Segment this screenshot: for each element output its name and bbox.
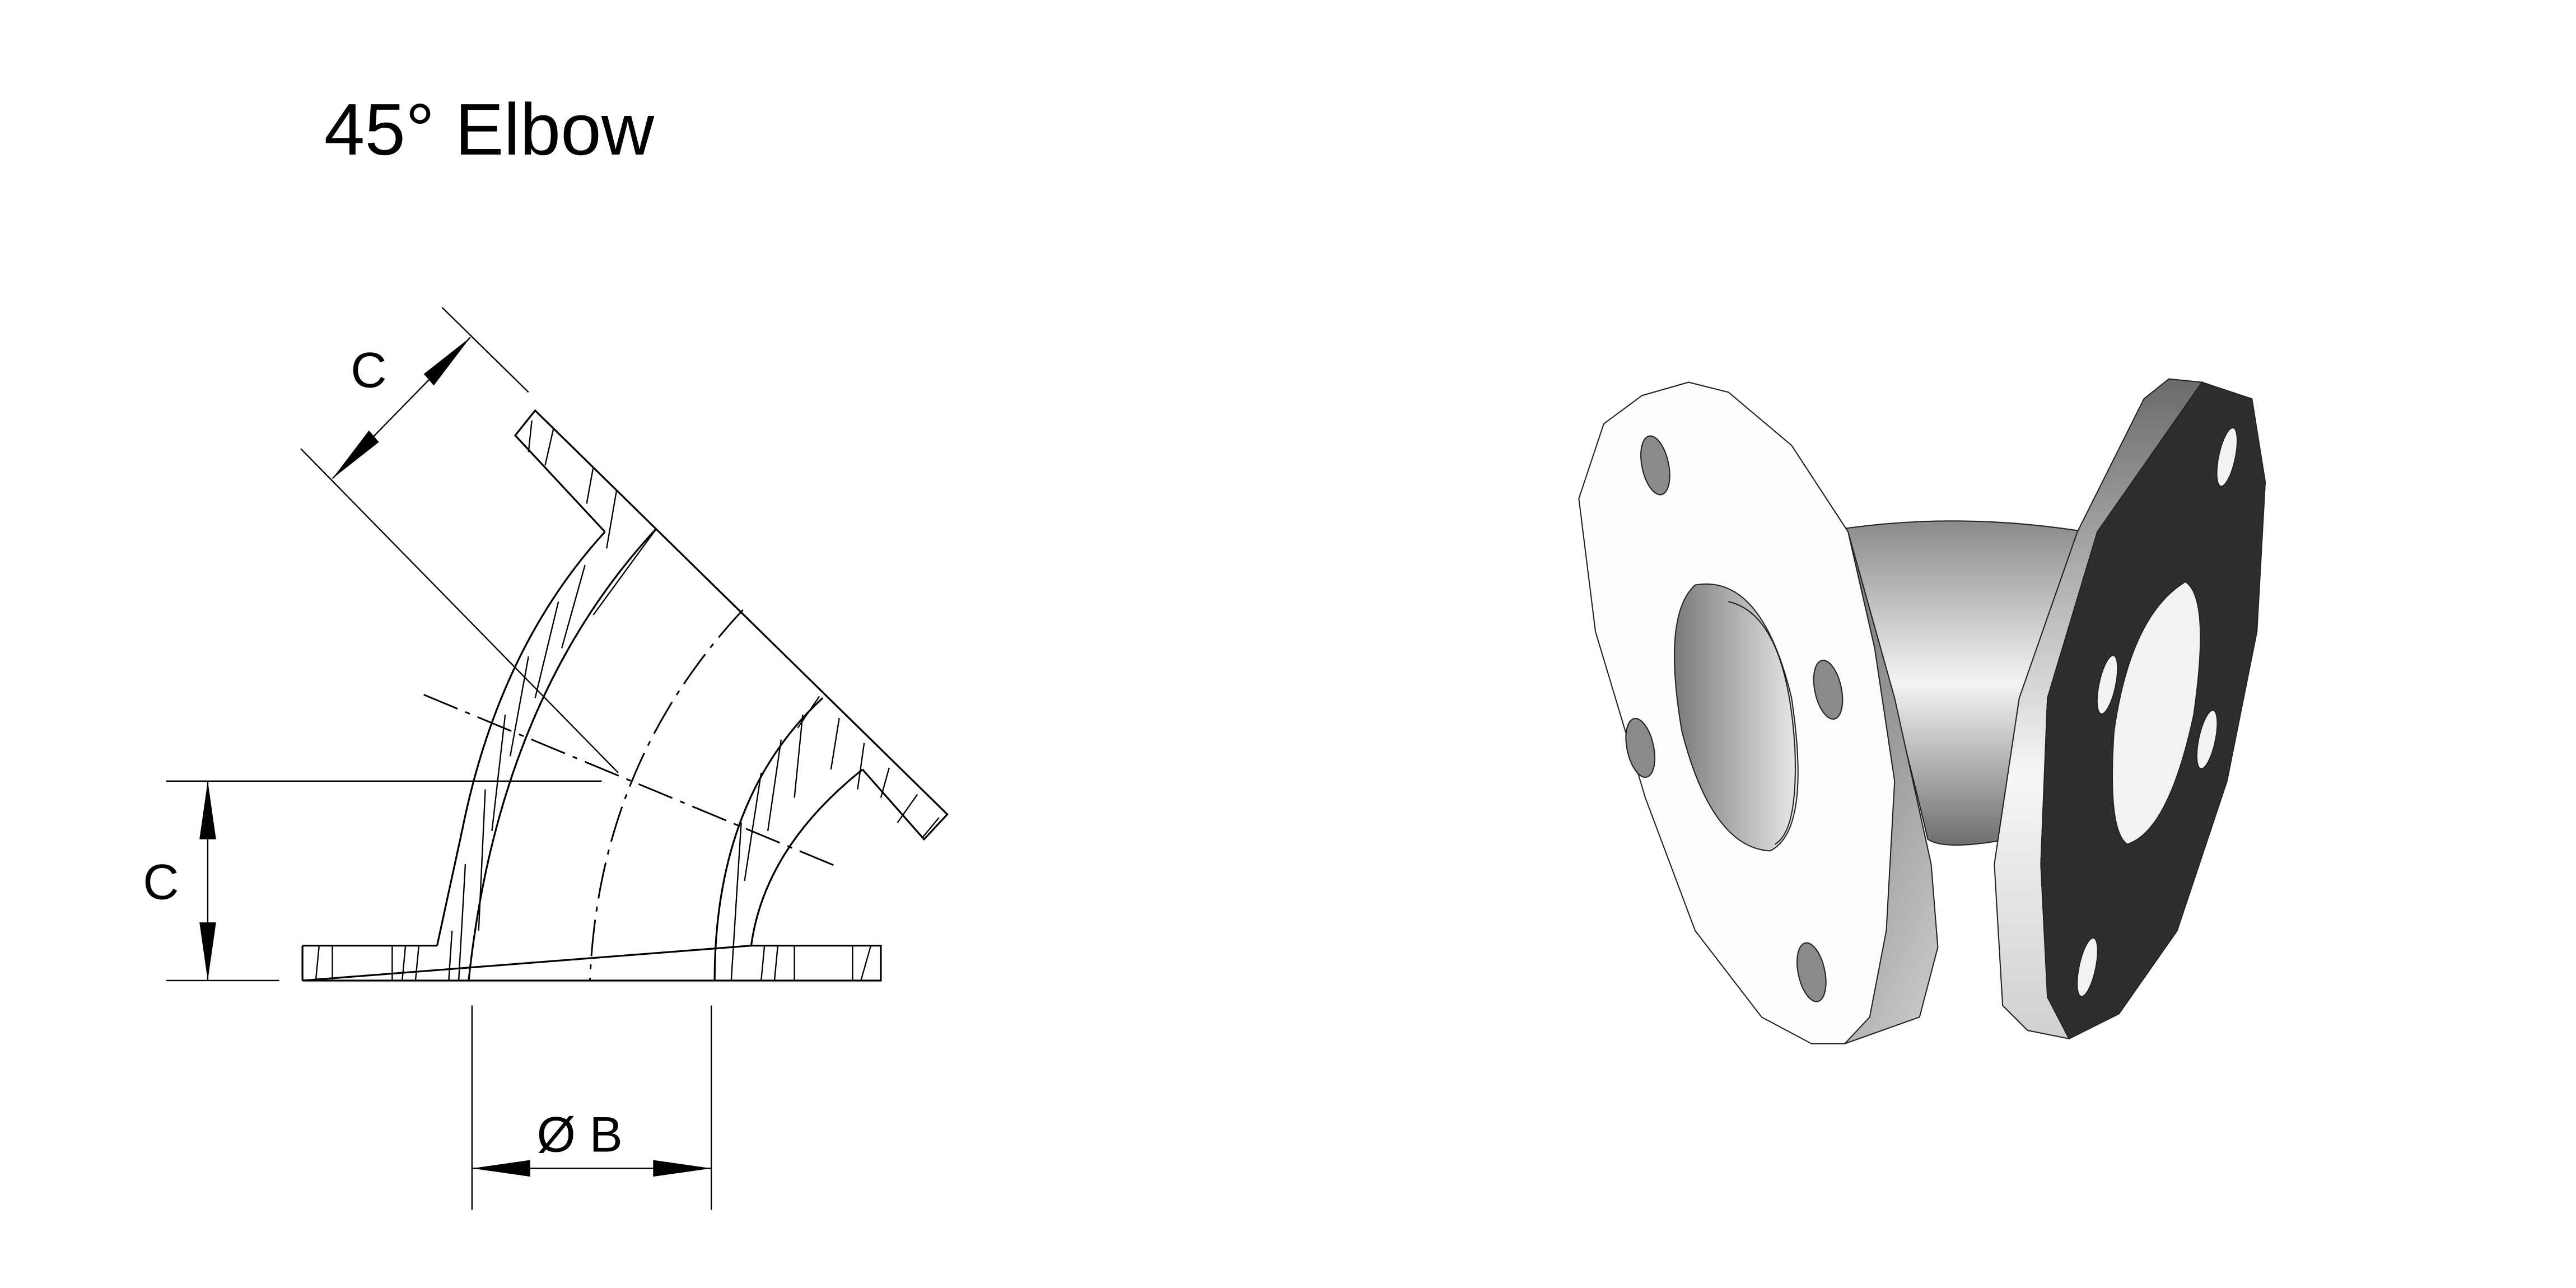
right-hub-outer-curve bbox=[750, 768, 864, 946]
bolt-hole bbox=[1625, 717, 1655, 778]
dimension-label-vertical-c: C bbox=[143, 854, 179, 910]
section-view: C C Ø B bbox=[143, 307, 949, 1210]
extension-line bbox=[300, 448, 619, 773]
bolt-hole bbox=[1640, 435, 1670, 496]
bolt-hole bbox=[2196, 710, 2218, 770]
bolt-hole bbox=[2076, 937, 2098, 997]
top-flange bbox=[514, 409, 949, 841]
bolt-hole bbox=[2096, 655, 2118, 715]
bend-centerline-arc bbox=[589, 609, 744, 981]
right-bore-curve bbox=[713, 697, 824, 981]
arrowhead-icon bbox=[332, 337, 470, 479]
bolt-hole bbox=[1796, 942, 1827, 1002]
left-flange-bore bbox=[1674, 583, 1799, 852]
arrowhead-icon bbox=[472, 1160, 712, 1177]
elbow-3d-render bbox=[1578, 378, 2266, 1044]
bottom-flange bbox=[301, 945, 882, 982]
hub-hatch bbox=[458, 564, 804, 981]
bottom-flange-hatch bbox=[315, 930, 872, 981]
left-bore-curve bbox=[468, 528, 657, 981]
dimension-label-angled-c: C bbox=[351, 342, 386, 398]
bolt-hole bbox=[1813, 660, 1844, 720]
arrowhead-icon bbox=[199, 781, 216, 981]
left-hub-outer-curve bbox=[436, 531, 606, 946]
left-flange-bore-edge bbox=[1728, 601, 1796, 845]
dimension-label-bore: Ø B bbox=[537, 1107, 623, 1163]
bolt-hole bbox=[2216, 427, 2238, 487]
top-flange-hatch bbox=[528, 420, 940, 838]
extension-line bbox=[441, 307, 529, 393]
drawing-title: 45° Elbow bbox=[324, 88, 655, 170]
right-flange-bore bbox=[2111, 581, 2201, 845]
radial-centerline bbox=[423, 694, 840, 869]
